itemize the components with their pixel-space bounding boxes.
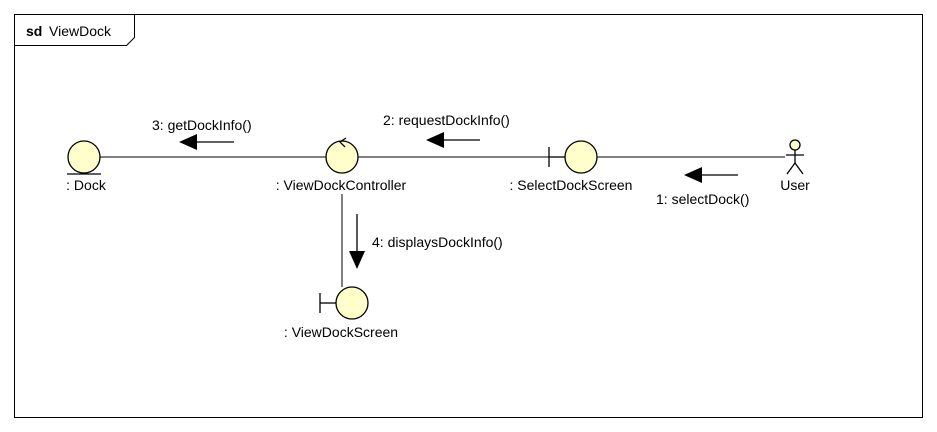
message-label-2: 2: requestDockInfo(): [383, 112, 510, 128]
message-arrow-4: [349, 214, 365, 269]
message-label-1: 1: selectDock(): [656, 191, 749, 207]
control-icon: [325, 137, 359, 174]
controller-label: : ViewDockController: [276, 177, 407, 193]
diagram-frame: [14, 14, 923, 418]
message-arrow-3: [179, 134, 234, 150]
message-label-3: 3: getDockInfo(): [152, 117, 252, 133]
frame-keyword: sd: [26, 23, 42, 39]
actor-icon: [786, 139, 804, 175]
message-arrow-2: [426, 132, 480, 148]
message-label-4: 4: displaysDockInfo(): [372, 234, 503, 250]
user-label: User: [780, 177, 810, 193]
boundary-icon: [548, 140, 598, 174]
select-screen-label: : SelectDockScreen: [510, 177, 633, 193]
frame-title-tab: [14, 14, 135, 46]
dock-label: : Dock: [66, 177, 107, 193]
view-screen-label: : ViewDockScreen: [284, 324, 398, 340]
frame-title: ViewDock: [49, 23, 112, 39]
entity-icon: [67, 140, 101, 175]
message-arrow-1: [684, 167, 738, 183]
boundary-icon: [319, 286, 369, 320]
